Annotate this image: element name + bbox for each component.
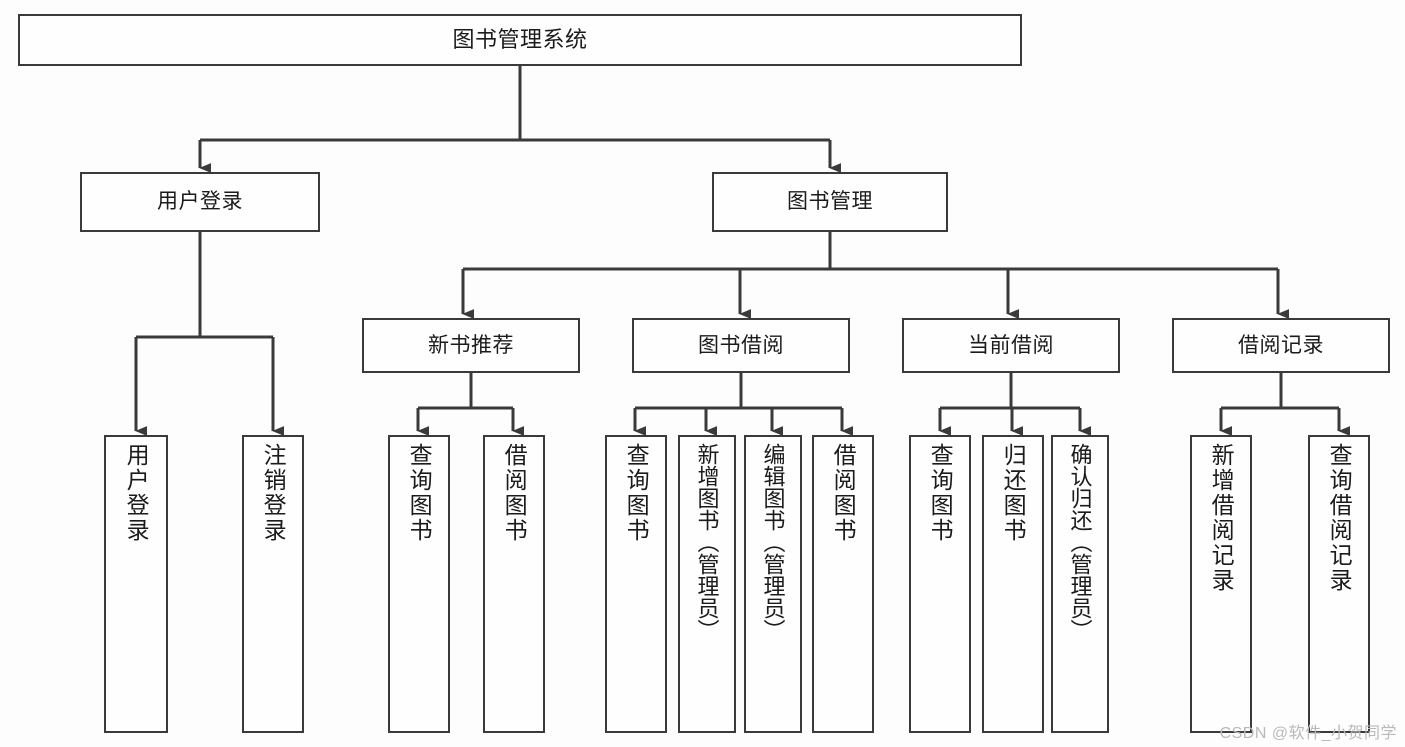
leaf-user-login[interactable]: 用户登录	[104, 435, 168, 733]
leaf-add-record-label: 新增借阅记录	[1208, 443, 1235, 593]
node-root-label: 图书管理系统	[452, 26, 588, 52]
leaf-borrow-book-2-label: 借阅图书	[830, 443, 857, 543]
node-user-login-label: 用户登录	[157, 190, 243, 214]
leaf-logout[interactable]: 注销登录	[242, 435, 304, 733]
leaf-query-book-1[interactable]: 查询图书	[388, 435, 450, 733]
watermark: CSDN @软件_小贺同学	[1219, 725, 1397, 742]
leaf-confirm-return[interactable]: 确认归还（管理员）	[1051, 435, 1109, 733]
node-root[interactable]: 图书管理系统	[18, 14, 1022, 66]
node-book-manage[interactable]: 图书管理	[712, 172, 948, 232]
leaf-edit-book-label: 编辑图书（管理员）	[760, 443, 786, 641]
leaf-query-book-2[interactable]: 查询图书	[605, 435, 667, 733]
node-book-borrow-label: 图书借阅	[698, 333, 784, 357]
leaf-user-login-label: 用户登录	[123, 443, 150, 543]
leaf-add-record[interactable]: 新增借阅记录	[1190, 435, 1252, 733]
leaf-query-record-label: 查询借阅记录	[1326, 443, 1353, 593]
leaf-return-book[interactable]: 归还图书	[982, 435, 1044, 733]
leaf-query-book-2-label: 查询图书	[623, 443, 650, 543]
node-current-borrow-label: 当前借阅	[968, 333, 1054, 357]
leaf-edit-book[interactable]: 编辑图书（管理员）	[744, 435, 802, 733]
leaf-query-book-1-label: 查询图书	[406, 443, 433, 543]
node-book-borrow[interactable]: 图书借阅	[632, 318, 850, 373]
leaf-add-book-label: 新增图书（管理员）	[694, 443, 720, 641]
node-user-login[interactable]: 用户登录	[80, 172, 320, 232]
leaf-confirm-return-label: 确认归还（管理员）	[1067, 443, 1093, 641]
leaf-return-book-label: 归还图书	[1000, 443, 1027, 543]
node-new-book-recommend[interactable]: 新书推荐	[362, 318, 580, 373]
leaf-query-book-3[interactable]: 查询图书	[909, 435, 971, 733]
leaf-borrow-book-1[interactable]: 借阅图书	[483, 435, 545, 733]
leaf-borrow-book-1-label: 借阅图书	[501, 443, 528, 543]
node-new-book-recommend-label: 新书推荐	[428, 333, 514, 357]
node-borrow-record-label: 借阅记录	[1238, 333, 1324, 357]
node-current-borrow[interactable]: 当前借阅	[902, 318, 1120, 373]
leaf-add-book[interactable]: 新增图书（管理员）	[678, 435, 736, 733]
leaf-borrow-book-2[interactable]: 借阅图书	[812, 435, 874, 733]
leaf-query-record[interactable]: 查询借阅记录	[1308, 435, 1370, 733]
leaf-logout-label: 注销登录	[260, 443, 287, 543]
leaf-query-book-3-label: 查询图书	[927, 443, 954, 543]
node-book-manage-label: 图书管理	[787, 190, 873, 214]
node-borrow-record[interactable]: 借阅记录	[1172, 318, 1390, 373]
